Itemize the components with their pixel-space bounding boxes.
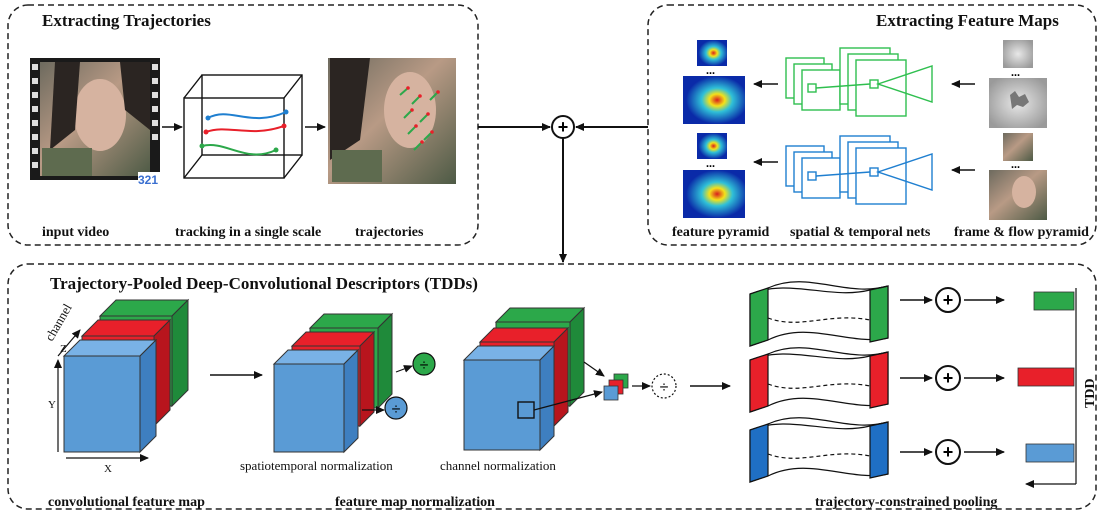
tdd-bar-green [1033, 291, 1075, 311]
spatio-norm-label: spatiotemporal normalization [240, 458, 393, 473]
trajectory-tube-red [749, 347, 889, 413]
feature-map-norm-label: feature map normalization [335, 495, 495, 510]
video-badge-number: 321 [138, 173, 158, 187]
arrow-channel-to-small [533, 390, 603, 411]
input-video-filmstrip: 321 [30, 58, 160, 187]
sum-circle-blue [935, 439, 961, 465]
axis-z-label: Z [60, 343, 67, 355]
tdd-bar-blue [1025, 443, 1075, 463]
tdd-panel-title: Trajectory-Pooled Deep-Convolutional Des… [50, 274, 478, 293]
plus-symbol: + [943, 290, 954, 310]
trajectory-tube-green [749, 281, 889, 347]
feature-maps-panel [647, 4, 1097, 246]
channel-divide-circle [651, 373, 677, 399]
arrow-to-divide-green [395, 365, 413, 373]
feature-pyramid-label: feature pyramid [672, 225, 770, 240]
sum-circle-green [935, 287, 961, 313]
conv-map-axes [54, 329, 149, 462]
conv-feature-map-stack [62, 298, 190, 454]
feature-maps-panel-title: Extracting Feature Maps [876, 11, 1059, 30]
nets-label: spatial & temporal nets [790, 225, 931, 240]
frame-flow-label: frame & flow pyramid [954, 225, 1089, 240]
trajectories-frame-image [328, 58, 456, 184]
channel-norm-label: channel normalization [440, 458, 556, 473]
spatio-divide-blue [384, 396, 408, 420]
arrow-channel-top-to-small [583, 361, 605, 377]
input-video-label: input video [42, 225, 109, 240]
pooling-label: trajectory-constrained pooling [815, 495, 997, 510]
trajectories-label: trajectories [355, 225, 424, 240]
spatial-net [785, 47, 933, 117]
divide-symbol: ÷ [392, 401, 401, 418]
small-normalized-stack [603, 373, 629, 401]
tdd-bar-red [1017, 367, 1075, 387]
channel-norm-stack [462, 306, 586, 452]
ellipsis-mark: ... [1011, 65, 1020, 79]
feature-pyramid-maps: ... ... [683, 40, 745, 218]
divide-symbol: ÷ [420, 357, 429, 374]
trajectory-tube-blue [749, 417, 889, 483]
trajectories-panel [7, 4, 479, 246]
tdd-label: TDD [1083, 378, 1098, 408]
ellipsis-mark: ... [1011, 157, 1020, 171]
conv-map-label: convolutional feature map [48, 495, 205, 510]
tdd-panel [7, 263, 1097, 510]
tracking-label: tracking in a single scale [175, 225, 321, 240]
frame-flow-pyramid: ... ... [989, 40, 1047, 220]
spatio-divide-green [412, 352, 436, 376]
temporal-net [785, 135, 933, 205]
sum-circle-red [935, 365, 961, 391]
combine-plus-symbol: + [558, 117, 569, 137]
ellipsis-mark: ... [706, 63, 715, 77]
ellipsis-mark: ... [706, 156, 715, 170]
trajectories-panel-title: Extracting Trajectories [42, 11, 211, 30]
axis-y-label: Y [48, 399, 56, 411]
tracking-cube [183, 74, 303, 179]
plus-symbol: + [943, 368, 954, 388]
plus-symbol: + [943, 442, 954, 462]
axis-channel-label: channel [42, 301, 75, 344]
axis-x-label: X [104, 463, 112, 475]
divide-symbol: ÷ [660, 379, 669, 396]
spatio-norm-stack [272, 312, 394, 454]
